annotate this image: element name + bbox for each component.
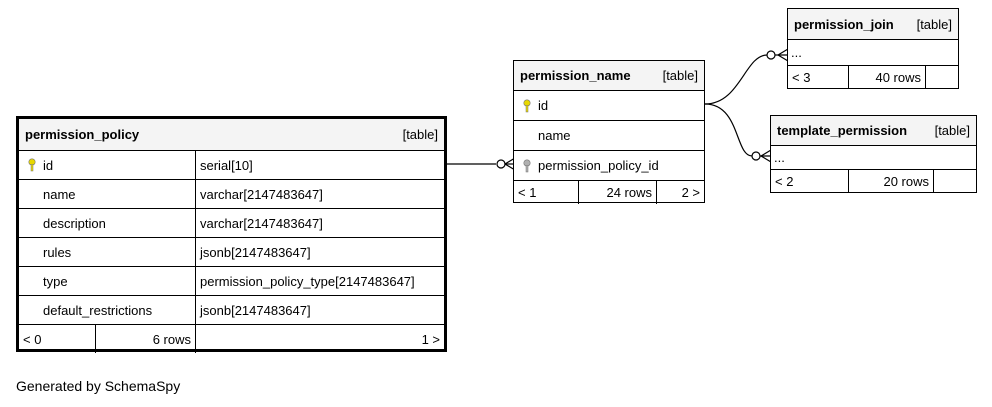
column-name: id [43, 157, 54, 173]
column-name-cell: id [19, 151, 196, 179]
optional-marker-name-template [751, 151, 761, 161]
table-tag: [table] [662, 68, 698, 83]
table-header: permission_join [table] [788, 9, 958, 40]
row-count: 40 rows [849, 66, 926, 88]
column-name-cell: type [19, 267, 196, 295]
optional-marker-policy-name [496, 159, 506, 169]
ellipsis-row: ... [791, 45, 802, 60]
key-icon [522, 129, 532, 143]
key-icon [27, 274, 37, 288]
table-name: template_permission [777, 123, 908, 138]
key-icon [27, 158, 37, 172]
column-name: id [538, 98, 549, 113]
table-row: ... [788, 40, 958, 66]
table-footer: < 3 40 rows [788, 66, 958, 88]
children-count: 1 > [421, 331, 440, 347]
parents-count: < 2 [771, 170, 849, 192]
link-name-to-template [704, 103, 753, 157]
column-name-cell: default_restrictions [19, 296, 196, 324]
table-row: default_restrictions jsonb[2147483647] [19, 296, 444, 325]
table-footer: < 1 24 rows 2 > [514, 181, 704, 204]
table-row: rules jsonb[2147483647] [19, 238, 444, 267]
link-name-to-join [704, 54, 768, 105]
key-icon [522, 98, 532, 113]
table-row: name varchar[2147483647] [19, 180, 444, 209]
table-header: permission_name [table] [514, 61, 704, 91]
table-row: permission_policy_id [514, 151, 704, 181]
table-tag: [table] [934, 123, 970, 138]
parents-count: < 1 [514, 181, 579, 204]
ellipsis-row: ... [774, 150, 785, 165]
table-footer: < 2 20 rows [771, 170, 976, 192]
column-type: varchar[2147483647] [200, 186, 323, 202]
column-name: permission_policy_id [538, 158, 659, 173]
column-type: jsonb[2147483647] [200, 244, 311, 260]
row-count: 6 rows [96, 325, 196, 353]
column-name-cell: name [19, 180, 196, 208]
crowfoot-name-join [777, 48, 789, 56]
column-name: type [43, 273, 68, 289]
table-template-permission[interactable]: template_permission [table] ... < 2 20 r… [770, 115, 977, 193]
column-type: varchar[2147483647] [200, 215, 323, 231]
key-icon [522, 158, 532, 173]
column-name-cell: rules [19, 238, 196, 266]
column-name: name [538, 128, 571, 143]
table-name: permission_policy [25, 127, 140, 142]
column-name: description [43, 215, 106, 231]
footer-empty-cell [926, 66, 958, 88]
column-type: serial[10] [200, 157, 253, 173]
table-permission-policy[interactable]: permission_policy [table] id serial[10] na… [16, 116, 447, 353]
row-count: 20 rows [849, 170, 934, 192]
optional-marker-name-join [766, 50, 776, 60]
key-icon [27, 187, 37, 201]
table-permission-join[interactable]: permission_join [table] ... < 3 40 rows [787, 8, 959, 89]
table-header: template_permission [table] [771, 116, 976, 146]
table-permission-name[interactable]: permission_name [table] id name permission… [513, 60, 705, 204]
parents-count: < 0 [19, 325, 96, 353]
table-tag: [table] [402, 127, 438, 142]
parents-count: < 3 [788, 66, 849, 88]
table-row: id [514, 91, 704, 121]
column-name: rules [43, 244, 72, 260]
children-count: 2 > [681, 185, 700, 200]
table-row: description varchar[2147483647] [19, 209, 444, 238]
table-row: type permission_policy_type[2147483647] [19, 267, 444, 296]
table-row: ... [771, 146, 976, 170]
column-name-cell: description [19, 209, 196, 237]
footer-empty-cell [934, 170, 976, 192]
generated-by-caption: Generated by SchemaSpy [16, 378, 181, 394]
table-name: permission_name [520, 68, 631, 83]
crowfoot-name-template [760, 149, 772, 157]
table-footer: < 0 6 rows 1 > [19, 325, 444, 353]
table-header: permission_policy [table] [19, 119, 444, 151]
row-count: 24 rows [579, 181, 657, 204]
table-tag: [table] [916, 16, 952, 32]
column-type: permission_policy_type[2147483647] [200, 273, 415, 289]
column-name: default_restrictions [43, 302, 153, 318]
key-icon [27, 303, 37, 317]
column-type: jsonb[2147483647] [200, 302, 311, 318]
key-icon [27, 216, 37, 230]
table-row: id serial[10] [19, 151, 444, 180]
column-name: name [43, 186, 76, 202]
table-name: permission_join [794, 16, 894, 32]
key-icon [27, 245, 37, 259]
table-row: name [514, 121, 704, 151]
